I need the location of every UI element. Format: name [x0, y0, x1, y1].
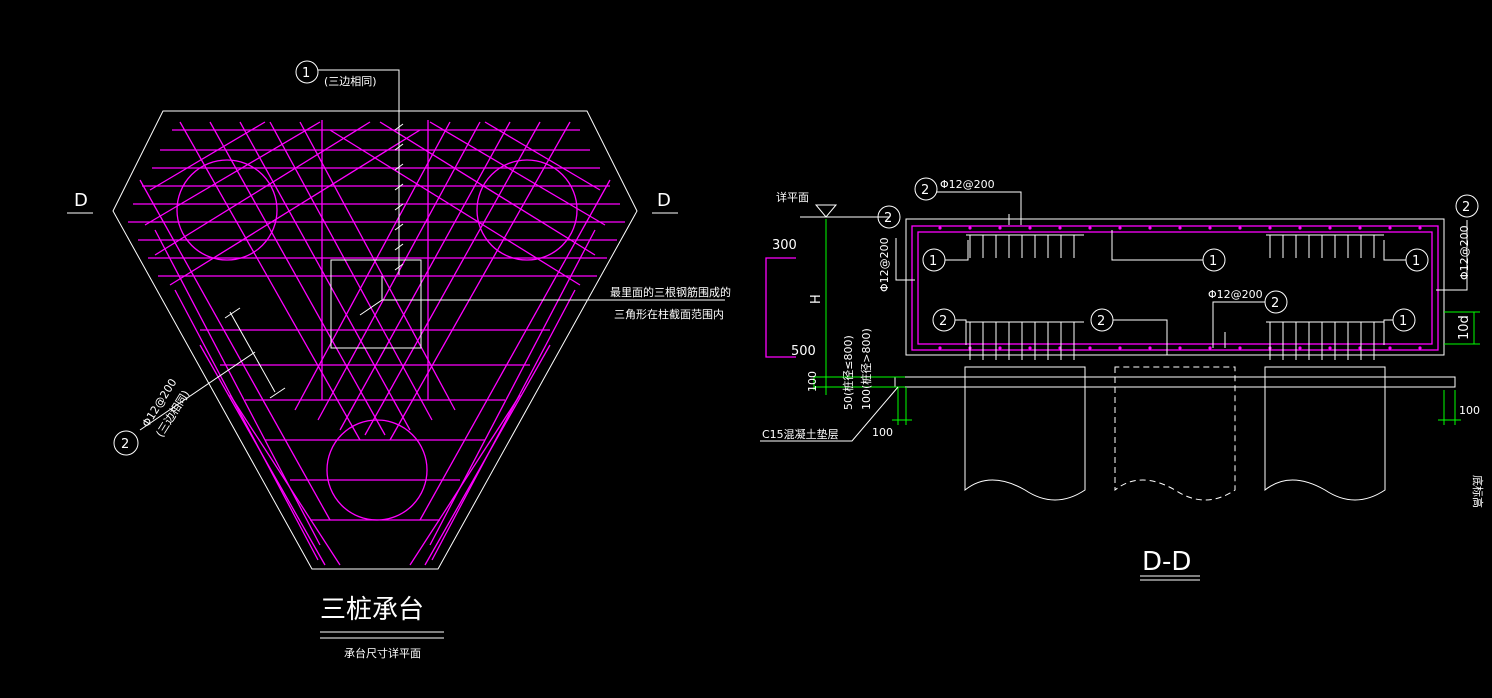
- callout-1-num: 1: [302, 66, 310, 81]
- right-note: 底标高: [1471, 475, 1485, 508]
- concrete-pad: [894, 376, 1456, 388]
- pile-circle-left: [176, 159, 278, 261]
- dim-100-c: 100: [872, 426, 893, 439]
- svg-text:1: 1: [1209, 254, 1217, 269]
- column-outline: [330, 259, 422, 349]
- rebar-horizontal: [128, 129, 625, 277]
- upper-combs: [966, 234, 1384, 258]
- svg-text:2: 2: [1097, 314, 1105, 329]
- dim-300: 300: [772, 238, 797, 253]
- svg-text:1: 1: [1399, 314, 1407, 329]
- section-rebar-outer: [911, 225, 1439, 351]
- section-title: D-D: [1142, 547, 1191, 577]
- right-side-num: 2: [1462, 200, 1470, 215]
- section-rebar-inner: [917, 231, 1433, 345]
- dim-10d: 10d: [1457, 315, 1472, 340]
- plan-subtitle: 承台尺寸详平面: [344, 646, 421, 660]
- top-bar-num: 2: [921, 183, 929, 198]
- svg-text:1: 1: [929, 254, 937, 269]
- svg-text:1: 1: [1412, 254, 1420, 269]
- dim-500: 500: [791, 344, 816, 359]
- callout-1-note: (三边相同): [324, 75, 377, 88]
- center-note-line1: 最里面的三根钢筋围成的: [610, 285, 731, 299]
- section-mark-left: D: [74, 190, 88, 211]
- top-bar-spec: Φ12@200: [940, 178, 995, 191]
- left-dimensions: 300 H 500 100 50(桩径≤800) 100(桩径>800) 100: [765, 219, 912, 439]
- bubbles-1: 1 1 1 1: [922, 230, 1429, 345]
- right-side-bubble: [1455, 194, 1479, 218]
- lower-combs: [966, 321, 1384, 360]
- center-note-line2: 三角形在柱截面范围内: [614, 307, 724, 321]
- dim-H: H: [809, 294, 824, 304]
- dim-100-d: 100: [1459, 404, 1480, 417]
- left-side-spec: Φ12@200: [878, 237, 891, 292]
- svg-text:2: 2: [939, 314, 947, 329]
- pile-circle-bottom: [326, 419, 428, 521]
- section-cap-outline: [905, 218, 1445, 356]
- top-bar-bubble: [914, 177, 938, 201]
- cap-outline: [112, 110, 638, 570]
- dim-100-a: 100: [806, 371, 819, 392]
- dim-50: 50(桩径≤800): [841, 335, 855, 410]
- right-dimensions: 10d 100 底标高: [1438, 311, 1485, 508]
- right-side-spec: Φ12@200: [1458, 225, 1471, 280]
- rebar-bottom: [200, 120, 550, 521]
- elev-label: 详平面: [776, 190, 809, 204]
- callout-bubble-2: [113, 430, 139, 456]
- section-mark-right: D: [657, 190, 671, 211]
- dim-100-b: 100(桩径>800): [859, 328, 873, 410]
- plan-title: 三桩承台: [320, 595, 424, 625]
- callout-bubble-1: [295, 60, 319, 84]
- top-rebar-dots: [938, 226, 1422, 350]
- mid-bar-num: 2: [1271, 296, 1279, 311]
- pile-circle-right: [476, 159, 578, 261]
- callout-2-num: 2: [121, 437, 129, 452]
- mid-bar-spec: Φ12@200: [1208, 288, 1263, 301]
- left-side-num: 2: [884, 211, 892, 226]
- piles: [964, 366, 1386, 501]
- pile-cap-plan: D D 1 (三边相同) 最里面的三根钢筋围成的 三角形在柱截面范围内: [67, 60, 731, 660]
- left-side-bubble: [877, 205, 901, 229]
- section-dd: 详平面: [760, 177, 1485, 581]
- pad-label: C15混凝土垫层: [762, 427, 839, 441]
- bubbles-2: 2 2 2 Φ12@200: [932, 288, 1288, 355]
